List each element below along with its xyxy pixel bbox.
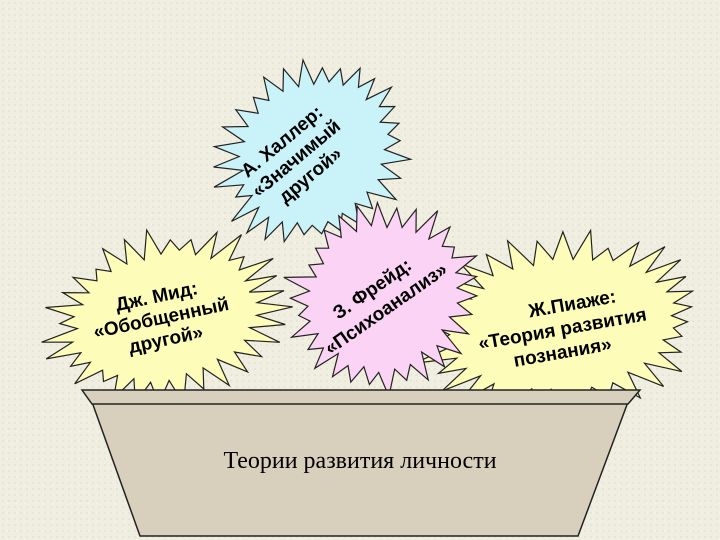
bowl <box>80 389 642 537</box>
mead-starburst <box>41 228 293 406</box>
bowl-title: Теории развития личности <box>223 448 497 474</box>
bowl-rim <box>80 389 642 405</box>
haller-starburst <box>212 57 413 244</box>
freud-starburst <box>283 200 479 399</box>
